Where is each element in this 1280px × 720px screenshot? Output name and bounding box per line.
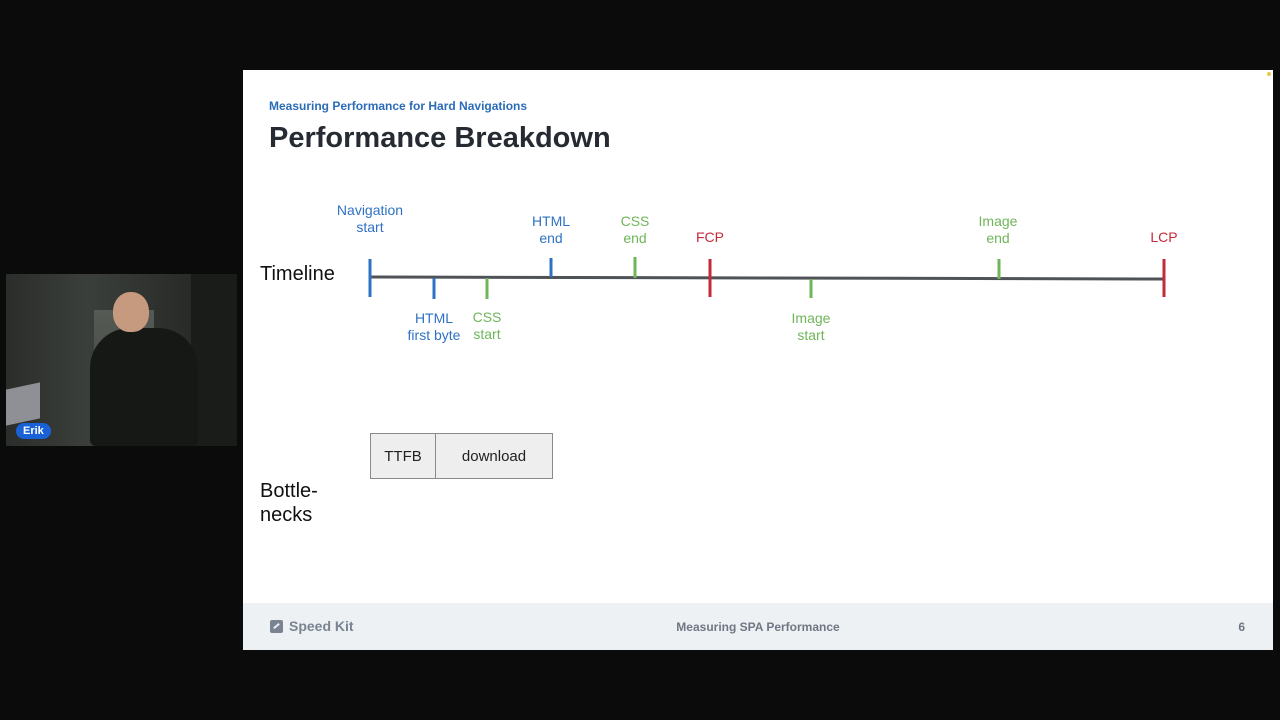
label-navigation-start: Navigation start xyxy=(336,202,404,235)
slide-subtitle: Measuring Performance for Hard Navigatio… xyxy=(269,99,528,113)
row-label-bottlenecks: Bottle- necks xyxy=(260,480,318,526)
label-fcp: FCP xyxy=(696,229,724,245)
label-html-first-byte: HTML first byte xyxy=(407,310,461,343)
slide-corner-dot xyxy=(1267,72,1271,76)
cam-person-body xyxy=(90,328,198,446)
label-css-start: CSS start xyxy=(472,309,502,342)
speaker-name-badge: Erik xyxy=(16,423,51,439)
cam-person-head xyxy=(113,292,149,332)
slide-footer: Speed Kit Measuring SPA Performance 6 xyxy=(243,603,1273,650)
label-image-end: Image end xyxy=(978,213,1018,246)
cam-wall xyxy=(191,274,237,446)
cam-laptop xyxy=(6,382,40,426)
footer-talk-title: Measuring SPA Performance xyxy=(676,620,840,634)
footer-brand: Speed Kit xyxy=(270,618,354,634)
label-html-end: HTML end xyxy=(531,213,571,246)
block-ttfb: TTFB xyxy=(371,434,436,478)
row-label-timeline: Timeline xyxy=(260,263,335,285)
label-lcp: LCP xyxy=(1150,229,1178,245)
speaker-webcam: Erik xyxy=(6,274,237,446)
slide-page-number: 6 xyxy=(1238,620,1245,634)
slide-title: Performance Breakdown xyxy=(269,122,611,154)
block-download: download xyxy=(461,447,527,465)
footer-brand-label: Speed Kit xyxy=(289,618,354,634)
label-css-end: CSS end xyxy=(620,213,650,246)
timeline-axis xyxy=(369,275,1165,281)
label-image-start: Image start xyxy=(791,310,831,343)
bottleneck-blocks: TTFB download xyxy=(370,433,553,479)
speed-kit-logo-icon xyxy=(270,619,283,633)
timeline-diagram xyxy=(368,257,1166,299)
presentation-slide: Measuring Performance for Hard Navigatio… xyxy=(243,70,1273,650)
